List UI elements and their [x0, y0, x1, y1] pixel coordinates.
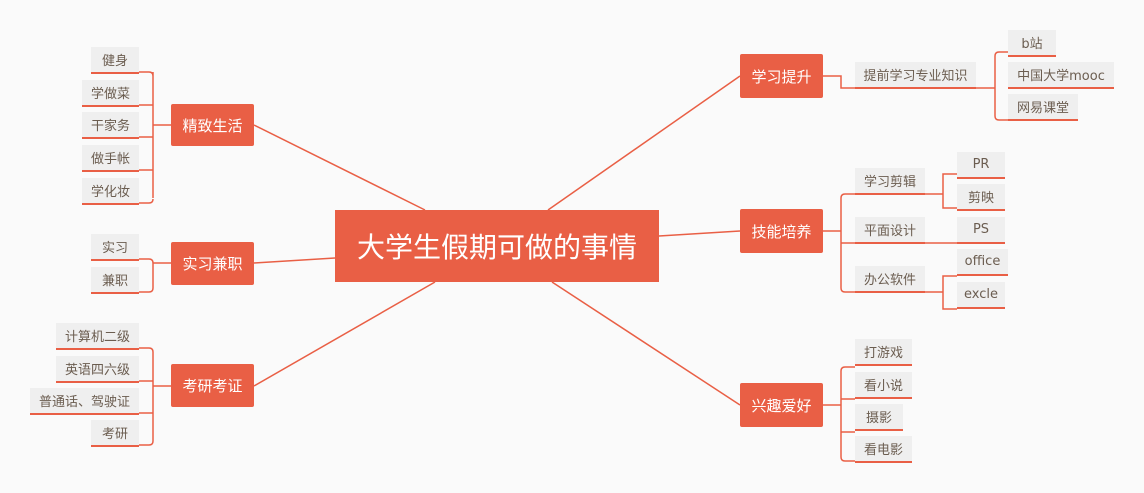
- leaf-label: excle: [964, 287, 998, 302]
- sub-xuexi-jianji[interactable]: 学习剪辑: [855, 168, 925, 195]
- sub-tiqian-xuexi[interactable]: 提前学习专业知识: [855, 62, 976, 89]
- leaf-label: 摄影: [865, 411, 892, 426]
- leaf-xuezuocai[interactable]: 学做菜: [82, 80, 139, 107]
- leaf-label: 计算机二级: [64, 330, 130, 345]
- leaf-ps[interactable]: PS: [957, 217, 1005, 244]
- leaf-xuehuazhuang[interactable]: 学化妆: [82, 178, 139, 205]
- leaf-label: 打游戏: [863, 346, 903, 361]
- branch-shixi-jianzhi[interactable]: 实习兼职: [171, 242, 254, 285]
- leaf-shixi[interactable]: 实习: [91, 234, 139, 261]
- leaf-label: 看小说: [863, 379, 903, 394]
- sub-label: 提前学习专业知识: [863, 69, 968, 84]
- leaf-label: 英语四六级: [64, 363, 130, 378]
- root-node[interactable]: 大学生假期可做的事情: [335, 210, 659, 282]
- leaf-ganjiawu[interactable]: 干家务: [82, 112, 139, 139]
- leaf-label: PS: [972, 222, 990, 237]
- leaf-jianzhi[interactable]: 兼职: [91, 267, 139, 294]
- sub-label: 学习剪辑: [863, 175, 916, 190]
- leaf-label: 考研: [101, 427, 128, 442]
- leaf-bzhan[interactable]: b站: [1008, 30, 1056, 57]
- leaf-label: 网易课堂: [1016, 101, 1069, 116]
- leaf-label: 健身: [101, 54, 128, 69]
- leaf-pr[interactable]: PR: [957, 152, 1005, 179]
- leaf-kandianying[interactable]: 看电影: [855, 436, 912, 463]
- leaf-label: 做手帐: [90, 152, 130, 167]
- leaf-label: 普通话、驾驶证: [38, 395, 130, 410]
- leaf-label: 干家务: [90, 119, 130, 134]
- leaf-dayouxi[interactable]: 打游戏: [855, 339, 912, 366]
- branch-label: 精致生活: [182, 116, 243, 135]
- leaf-jianying[interactable]: 剪映: [957, 184, 1005, 211]
- branch-xuexi-tisheng[interactable]: 学习提升: [740, 54, 823, 98]
- leaf-excle[interactable]: excle: [957, 282, 1005, 309]
- branch-label: 技能培养: [751, 222, 812, 241]
- leaf-label: 实习: [101, 241, 128, 256]
- sub-bangong-ruanjian[interactable]: 办公软件: [855, 266, 925, 293]
- leaf-zuoshouzhang[interactable]: 做手帐: [82, 145, 139, 172]
- branch-label: 兴趣爱好: [751, 396, 812, 415]
- branch-jineng-peiyang[interactable]: 技能培养: [740, 209, 823, 253]
- leaf-jisuanji-erji[interactable]: 计算机二级: [56, 323, 139, 350]
- leaf-kanxiaoshuo[interactable]: 看小说: [855, 372, 912, 399]
- leaf-sheying[interactable]: 摄影: [855, 404, 903, 431]
- leaf-putonghua-jiashizheng[interactable]: 普通话、驾驶证: [30, 388, 139, 415]
- leaf-label: 中国大学mooc: [1017, 69, 1105, 84]
- leaf-label: PR: [972, 157, 990, 172]
- leaf-label: 兼职: [101, 274, 128, 289]
- leaf-kaoyan[interactable]: 考研: [91, 420, 139, 447]
- leaf-label: 剪映: [967, 191, 994, 206]
- leaf-zhongguo-daxue-mooc[interactable]: 中国大学mooc: [1008, 62, 1114, 89]
- branch-jingzhi-shenghuo[interactable]: 精致生活: [171, 104, 254, 146]
- root-label: 大学生假期可做的事情: [356, 231, 637, 264]
- sub-label: 办公软件: [863, 273, 916, 288]
- leaf-office[interactable]: office: [957, 249, 1008, 276]
- leaf-wangyi-ketang[interactable]: 网易课堂: [1008, 94, 1078, 121]
- leaf-jianshen[interactable]: 健身: [91, 47, 139, 74]
- sub-pingmian-sheji[interactable]: 平面设计: [855, 217, 925, 244]
- leaf-label: 看电影: [863, 443, 903, 458]
- branch-label: 考研考证: [182, 377, 243, 395]
- leaf-label: office: [964, 254, 1001, 269]
- leaf-label: 学化妆: [90, 185, 130, 200]
- sub-label: 平面设计: [863, 224, 916, 239]
- leaf-label: b站: [1021, 37, 1043, 52]
- branch-label: 实习兼职: [182, 255, 243, 273]
- leaf-yingyu-siliuji[interactable]: 英语四六级: [56, 356, 139, 383]
- branch-label: 学习提升: [751, 67, 812, 86]
- leaf-label: 学做菜: [90, 87, 130, 102]
- branch-xingqu-aihao[interactable]: 兴趣爱好: [740, 383, 823, 427]
- branch-kaoyan-kaozheng[interactable]: 考研考证: [171, 364, 254, 407]
